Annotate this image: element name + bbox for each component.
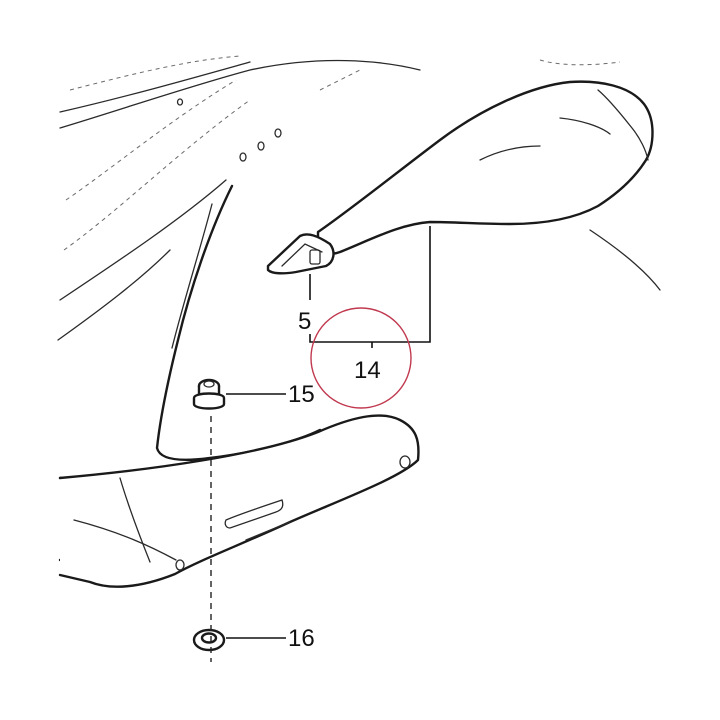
callout-16: 16 [288, 625, 315, 652]
mirror-assembly [266, 80, 654, 275]
fairing-background [57, 55, 661, 341]
callout-14: 14 [354, 357, 381, 384]
bolt-part-15 [192, 378, 226, 410]
highlight-circle [310, 307, 412, 409]
lower-fairing-panel [58, 184, 420, 588]
callout-15: 15 [288, 381, 315, 408]
leader-lines [226, 226, 431, 639]
leader-14 [309, 226, 431, 343]
rivet-dots [176, 98, 282, 162]
washer-part-16 [192, 628, 226, 652]
callout-5: 5 [298, 308, 311, 335]
